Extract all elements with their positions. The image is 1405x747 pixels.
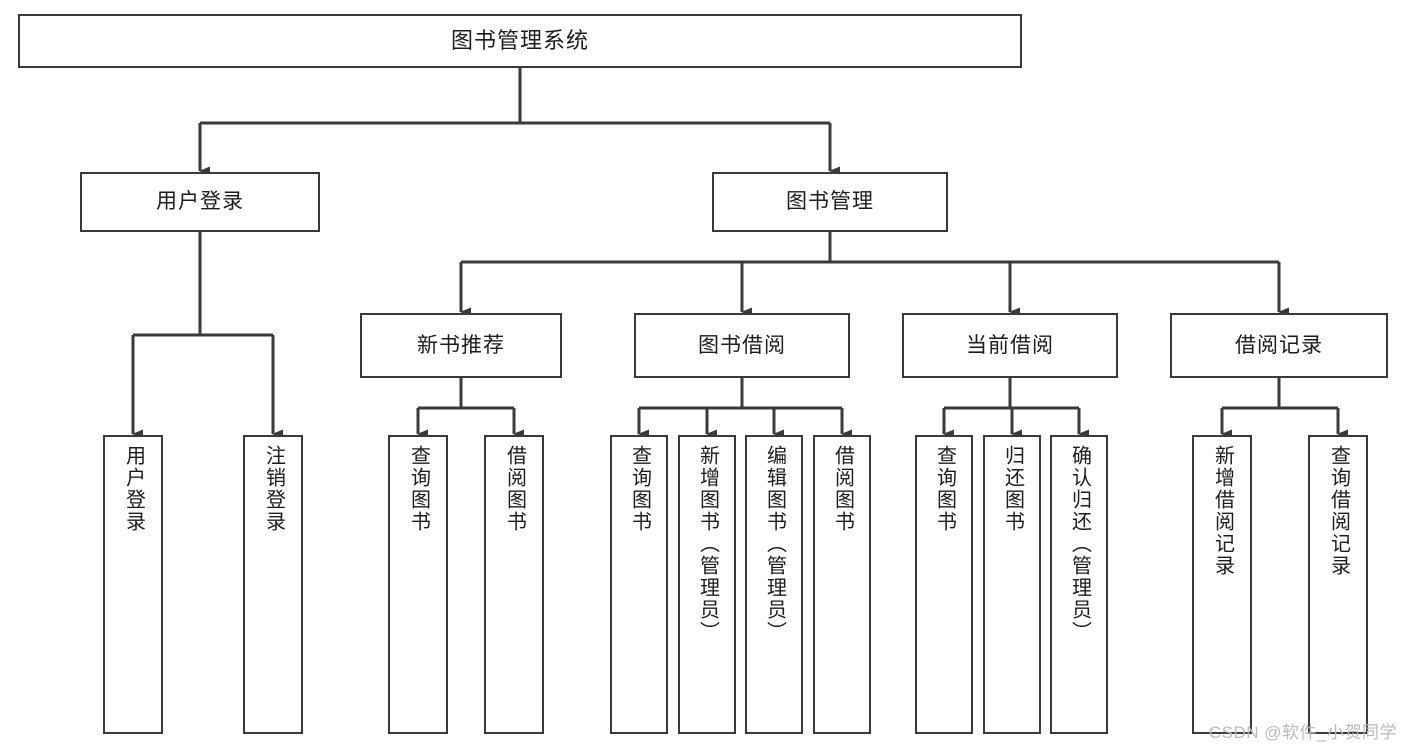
node-label: 借阅记录: [1235, 333, 1323, 357]
node-borrow-record[interactable]: 借阅记录: [1170, 313, 1388, 378]
node-leaf-logout[interactable]: 注销登录: [243, 435, 303, 734]
node-label: 用户登录: [156, 190, 244, 214]
node-label: 注销登录: [262, 445, 285, 533]
node-leaf-return-book[interactable]: 归还图书: [983, 435, 1041, 734]
node-leaf-query-book-3[interactable]: 查询图书: [915, 435, 973, 734]
node-leaf-borrow-book-2[interactable]: 借阅图书: [813, 435, 871, 734]
node-label: 新书推荐: [417, 333, 505, 357]
node-leaf-add-record[interactable]: 新增借阅记录: [1192, 435, 1252, 734]
node-label: 归还图书: [1001, 445, 1024, 533]
node-label: 查询图书: [933, 445, 956, 533]
node-current-borrow[interactable]: 当前借阅: [902, 313, 1118, 378]
node-label: 新增图书（管理员）: [696, 445, 719, 643]
node-book-manage[interactable]: 图书管理: [712, 172, 948, 232]
node-leaf-query-book-2[interactable]: 查询图书: [610, 435, 668, 734]
node-user-login[interactable]: 用户登录: [80, 172, 320, 232]
node-label: 图书管理系统: [450, 27, 589, 53]
node-label: 图书管理: [786, 190, 874, 214]
node-label: 用户登录: [122, 445, 145, 533]
node-label: 借阅图书: [503, 445, 526, 533]
node-leaf-add-book[interactable]: 新增图书（管理员）: [678, 435, 736, 734]
node-leaf-confirm-return[interactable]: 确认归还（管理员）: [1050, 435, 1108, 734]
node-new-book-recommend[interactable]: 新书推荐: [360, 313, 562, 378]
node-leaf-borrow-book-1[interactable]: 借阅图书: [484, 435, 544, 734]
node-label: 当前借阅: [966, 333, 1054, 357]
node-root[interactable]: 图书管理系统: [18, 14, 1022, 68]
node-label: 查询图书: [407, 445, 430, 533]
node-leaf-query-record[interactable]: 查询借阅记录: [1308, 435, 1368, 734]
watermark-text: CSDN @软件_小贺同学: [1208, 723, 1397, 742]
node-leaf-edit-book[interactable]: 编辑图书（管理员）: [745, 435, 803, 734]
node-label: 借阅图书: [831, 445, 854, 533]
node-label: 图书借阅: [698, 333, 786, 357]
node-label: 查询图书: [628, 445, 651, 533]
node-book-borrow[interactable]: 图书借阅: [634, 313, 850, 378]
node-label: 编辑图书（管理员）: [763, 445, 786, 643]
node-label: 查询借阅记录: [1327, 445, 1350, 577]
node-label: 确认归还（管理员）: [1068, 445, 1091, 643]
node-label: 新增借阅记录: [1211, 445, 1234, 577]
node-leaf-query-book-1[interactable]: 查询图书: [388, 435, 448, 734]
node-leaf-user-login[interactable]: 用户登录: [103, 435, 163, 734]
